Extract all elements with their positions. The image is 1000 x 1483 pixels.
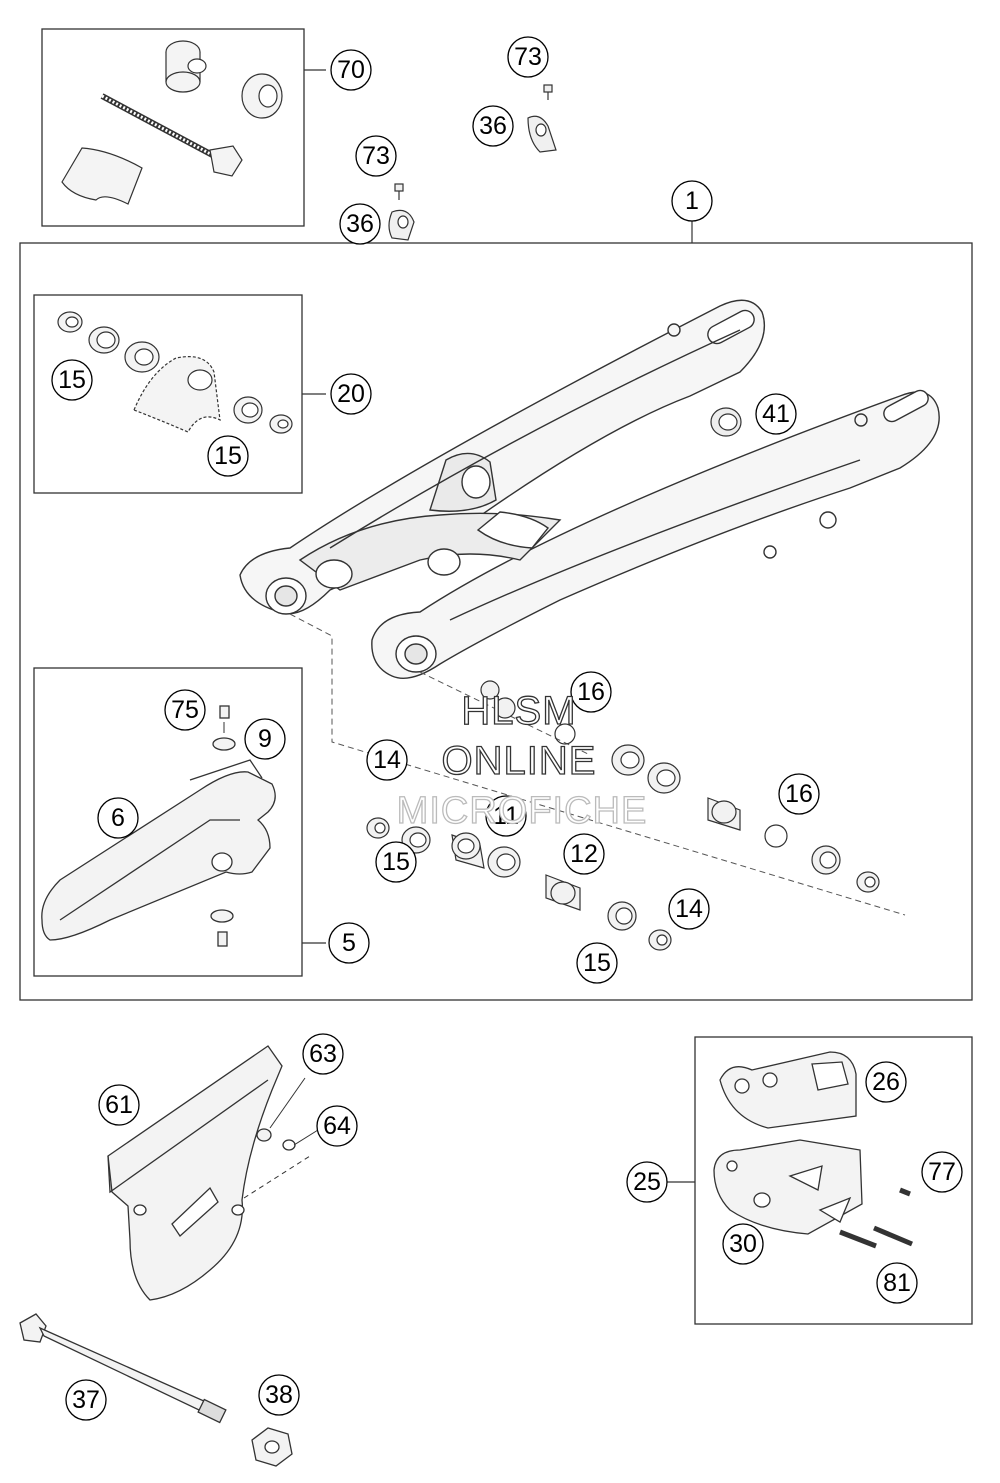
svg-text:63: 63	[309, 1040, 337, 1068]
callout-36-top: 36	[472, 105, 514, 147]
svg-text:HLSM: HLSM	[461, 689, 576, 733]
chain-guard	[107, 1045, 296, 1301]
svg-text:20: 20	[337, 380, 365, 408]
watermark: HLSM ONLINE MICROFICHE	[396, 688, 648, 832]
callout-30: 30	[722, 1223, 764, 1265]
svg-text:37: 37	[72, 1386, 100, 1414]
callout-14-b: 14	[668, 888, 710, 930]
callout-15-b: 15	[207, 435, 249, 477]
callout-64: 64	[316, 1105, 358, 1147]
callout-15-c: 15	[375, 841, 417, 883]
svg-text:14: 14	[373, 746, 401, 774]
chain-guide-box	[694, 1036, 973, 1325]
svg-text:25: 25	[633, 1168, 661, 1196]
chain-slider	[41, 705, 276, 947]
rear-axle	[19, 1313, 293, 1467]
callout-26: 26	[865, 1061, 907, 1103]
svg-text:5: 5	[342, 929, 356, 957]
callout-63: 63	[302, 1033, 344, 1075]
callouts: 70 73 36 73 36 1 41 15 20 15 75 9 6 5 16…	[51, 36, 963, 1421]
svg-text:77: 77	[928, 1158, 956, 1186]
kit-70-box	[41, 28, 305, 227]
svg-text:14: 14	[675, 895, 703, 923]
callout-12: 12	[563, 833, 605, 875]
callout-11: 11	[485, 795, 527, 837]
kit-70-parts	[61, 40, 283, 205]
callout-6: 6	[97, 797, 139, 839]
callout-16-a: 16	[570, 671, 612, 713]
pivot-axis-line	[289, 613, 906, 916]
kit-20-parts	[57, 311, 293, 434]
svg-text:15: 15	[382, 848, 410, 876]
callout-61: 61	[98, 1084, 140, 1126]
svg-text:1: 1	[685, 187, 699, 215]
callout-73-mid: 73	[355, 135, 397, 177]
swingarm	[239, 299, 940, 679]
svg-text:16: 16	[785, 780, 813, 808]
callout-37: 37	[65, 1379, 107, 1421]
svg-text:64: 64	[323, 1112, 351, 1140]
callout-81: 81	[876, 1262, 918, 1304]
clamp-parts	[388, 84, 557, 241]
svg-text:15: 15	[583, 949, 611, 977]
callout-41: 41	[755, 393, 797, 435]
svg-text:41: 41	[762, 400, 790, 428]
callout-73-top: 73	[507, 36, 549, 78]
svg-text:26: 26	[872, 1068, 900, 1096]
svg-text:15: 15	[58, 366, 86, 394]
callout-14-a: 14	[366, 739, 408, 781]
callout-75: 75	[164, 689, 206, 731]
swingarm-group-box	[19, 242, 973, 1001]
callout-77: 77	[921, 1151, 963, 1193]
svg-text:16: 16	[577, 678, 605, 706]
svg-text:73: 73	[514, 43, 542, 71]
svg-text:36: 36	[346, 210, 374, 238]
callout-15-a: 15	[51, 359, 93, 401]
svg-text:70: 70	[337, 56, 365, 84]
svg-text:81: 81	[883, 1269, 911, 1297]
callout-16-b: 16	[778, 773, 820, 815]
svg-text:9: 9	[258, 725, 272, 753]
svg-text:ONLINE: ONLINE	[442, 739, 597, 783]
callout-38: 38	[258, 1374, 300, 1416]
svg-text:36: 36	[479, 112, 507, 140]
svg-text:12: 12	[570, 840, 598, 868]
svg-text:38: 38	[265, 1381, 293, 1409]
svg-text:11: 11	[493, 802, 519, 830]
svg-text:MICROFICHE: MICROFICHE	[397, 790, 648, 832]
callout-36-mid: 36	[339, 203, 381, 245]
pivot-bearings	[366, 680, 880, 951]
svg-text:15: 15	[214, 442, 242, 470]
svg-text:75: 75	[171, 696, 199, 724]
chain-slider-box	[33, 667, 303, 977]
callout-25: 25	[626, 1161, 668, 1203]
callout-15-d: 15	[576, 942, 618, 984]
callout-1: 1	[671, 180, 713, 222]
callout-70: 70	[330, 49, 372, 91]
callout-5: 5	[328, 922, 370, 964]
svg-text:61: 61	[105, 1091, 133, 1119]
svg-text:6: 6	[111, 804, 125, 832]
callout-20: 20	[330, 373, 372, 415]
chain-guide-parts	[713, 1051, 913, 1249]
svg-text:30: 30	[729, 1230, 757, 1258]
svg-text:73: 73	[362, 142, 390, 170]
callout-9: 9	[244, 718, 286, 760]
ring-41	[710, 407, 742, 437]
